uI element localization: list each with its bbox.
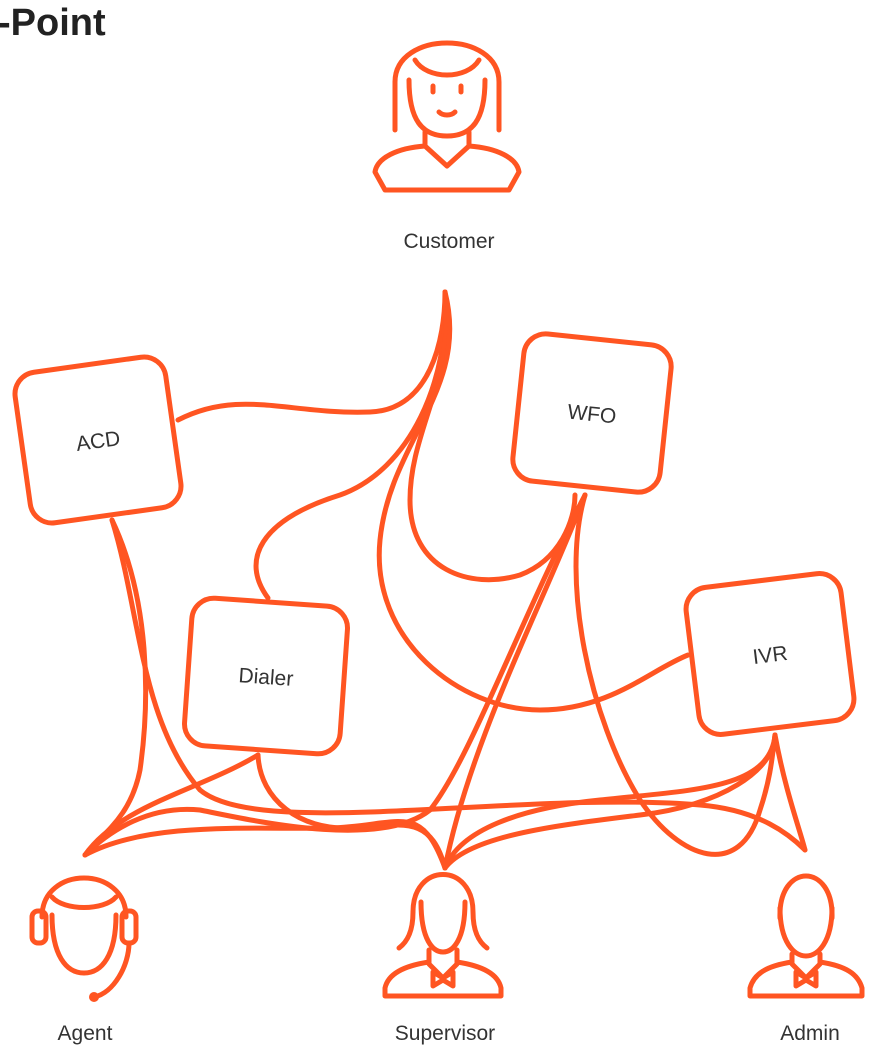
connector-agent-supervisor — [82, 818, 448, 871]
connector-supervisor-admin — [442, 732, 778, 871]
connector-acd-agent — [82, 517, 149, 858]
acd-label: ACD — [75, 427, 122, 456]
woman-bowtie-icon — [382, 872, 504, 999]
man-bowtie-icon — [747, 873, 865, 999]
admin-label: Admin — [780, 1022, 840, 1045]
wfo-label: WFO — [566, 400, 617, 428]
connector-ivr-admin — [772, 732, 808, 853]
connector-customer-ivr — [376, 289, 691, 713]
woman-icon — [372, 40, 522, 193]
system-box-acd: ACD — [12, 354, 184, 526]
connector-wfo-supervisor — [442, 492, 588, 871]
connector-wfo-agent — [82, 492, 588, 858]
diagram-title: -Point — [0, 2, 106, 44]
headset-agent-icon — [29, 875, 139, 1002]
connector-acd-admin — [109, 517, 808, 853]
dialer-label: Dialer — [238, 664, 294, 691]
connector-dialer-agent — [82, 752, 261, 858]
customer-label: Customer — [403, 230, 494, 253]
ivr-box-frame — [683, 571, 857, 737]
system-box-dialer: Dialer — [182, 595, 350, 757]
supervisor-label: Supervisor — [395, 1022, 495, 1045]
connection-lines — [82, 289, 808, 871]
system-box-ivr: IVR — [683, 571, 857, 737]
system-box-wfo: WFO — [510, 331, 674, 495]
dialer-box-frame — [182, 595, 350, 757]
wfo-box-frame — [510, 331, 674, 495]
acd-box-frame — [12, 354, 184, 526]
connector-customer-acd — [175, 289, 448, 423]
agent-label: Agent — [58, 1022, 113, 1045]
ivr-label: IVR — [751, 642, 789, 669]
connector-wfo-admin — [573, 492, 778, 857]
